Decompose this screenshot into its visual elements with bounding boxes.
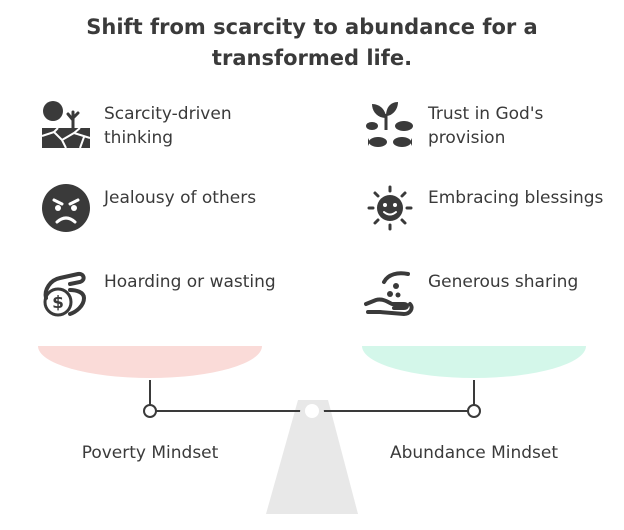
abundance-item-blessings: Embracing blessings <box>364 184 604 238</box>
diagram-title: Shift from scarcity to abundance for a t… <box>86 15 538 70</box>
loaves-and-fish-icon <box>364 100 416 152</box>
abundance-item-trust: Trust in God's provision <box>364 100 604 154</box>
poverty-item-label: Scarcity-driven thinking <box>104 104 232 148</box>
abundance-pan <box>362 346 586 378</box>
poverty-pan <box>38 346 262 378</box>
poverty-item-label: Hoarding or wasting <box>104 272 276 292</box>
abundance-item-label: Trust in God's provision <box>428 104 544 148</box>
abundance-mindset-label: Abundance Mindset <box>389 443 559 463</box>
abundance-item-label: Generous sharing <box>428 272 579 292</box>
abundance-item-label: Embracing blessings <box>428 188 604 208</box>
giving-hand-icon <box>364 268 416 320</box>
fulcrum-hole <box>305 404 319 418</box>
poverty-item-jealousy: Jealousy of others <box>40 184 280 238</box>
poverty-mindset-label: Poverty Mindset <box>81 443 219 463</box>
poverty-item-hoarding: $ Hoarding or wasting <box>40 268 280 322</box>
angry-face-icon <box>40 184 92 236</box>
hand-holding-money-icon: $ <box>40 268 92 320</box>
right-pivot <box>467 404 481 418</box>
abundance-item-sharing: Generous sharing <box>364 268 604 322</box>
svg-text:$: $ <box>52 293 64 313</box>
left-pivot <box>143 404 157 418</box>
drought-sun-icon <box>40 100 92 152</box>
poverty-item-scarcity: Scarcity-driven thinking <box>40 100 280 154</box>
scale-stand <box>266 400 358 514</box>
smiling-sun-icon <box>364 184 416 236</box>
poverty-item-label: Jealousy of others <box>104 188 257 208</box>
